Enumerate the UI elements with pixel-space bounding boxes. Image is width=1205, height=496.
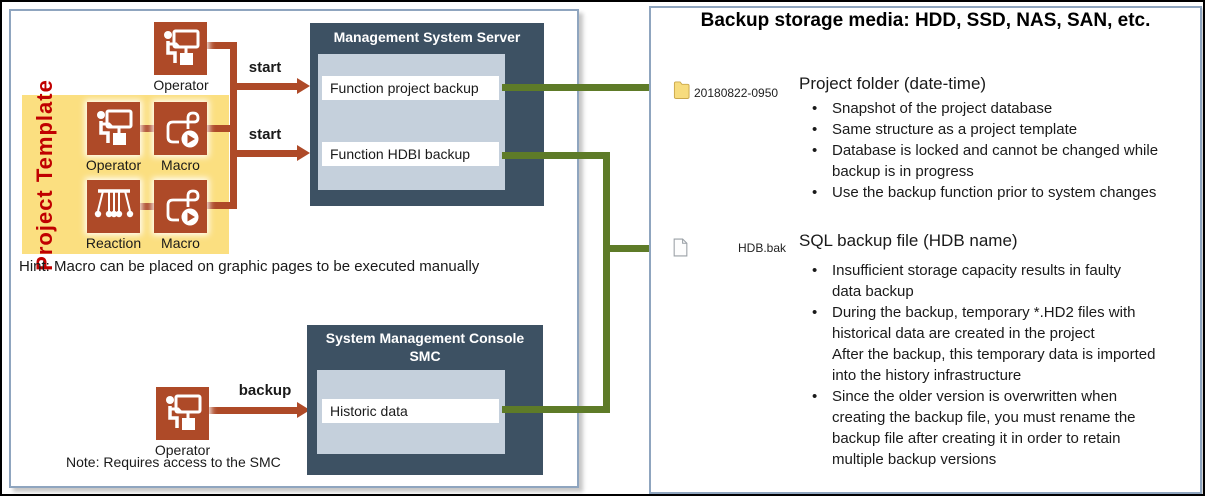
hint-text: Hint: Macro can be placed on graphic pag… — [19, 258, 480, 275]
connector-vertical-join — [603, 152, 610, 413]
macro-icon — [154, 102, 207, 155]
operator-template-label: Operator — [85, 157, 142, 173]
sql-backup-heading: SQL backup file (HDB name) — [799, 231, 1018, 250]
arrow-start2-head — [297, 145, 310, 161]
note-text: Note: Requires access to the SMC — [66, 454, 281, 470]
backup-label: backup — [238, 382, 292, 399]
list-item: Database is locked and cannot be changed… — [812, 140, 1203, 182]
smc-box-title-line1: System Management Console — [325, 330, 525, 346]
function-project-backup-row: Function project backup — [322, 76, 499, 100]
macro2-label: Macro — [161, 235, 200, 251]
connector-macro1-trunk — [207, 125, 237, 132]
arrow-start1-shaft — [230, 83, 297, 90]
operator-icon — [87, 102, 140, 155]
start-label-1: start — [248, 59, 282, 76]
list-item: Snapshot of the project database — [812, 98, 1203, 119]
connector-operator-macro1 — [140, 125, 154, 132]
bullet-dot — [812, 302, 832, 386]
connector-reaction-macro2 — [140, 203, 154, 210]
list-item: Use the backup function prior to system … — [812, 182, 1203, 203]
connector-project-backup-to-folder — [502, 84, 653, 91]
project-folder-heading: Project folder (date-time) — [799, 74, 987, 93]
storage-media-panel — [649, 6, 1202, 494]
bullet-dot — [812, 260, 832, 302]
operator-icon — [154, 22, 207, 75]
operator-top-label: Operator — [153, 77, 209, 93]
project-template-label: Project Template — [32, 78, 57, 271]
function-hdbi-backup-row: Function HDBI backup — [322, 142, 499, 166]
list-item: Same structure as a project template — [812, 119, 1203, 140]
list-item: Since the older version is overwritten w… — [812, 386, 1203, 470]
reaction-label: Reaction — [85, 235, 142, 251]
bullet-dot — [812, 140, 832, 182]
connector-hdbi-backup-horizontal — [502, 152, 606, 159]
start-label-2: start — [248, 126, 282, 143]
server-inner-panel — [318, 54, 505, 190]
folder-name-label: 20180822-0950 — [694, 86, 779, 100]
operator-icon — [156, 387, 209, 440]
connector-macro2-trunk — [207, 202, 237, 209]
arrow-start1-head — [297, 78, 310, 94]
list-item: Insufficient storage capacity results in… — [812, 260, 1203, 302]
reaction-icon — [87, 180, 140, 233]
arrow-backup-shaft — [209, 407, 297, 414]
bullet-dot — [812, 119, 832, 140]
bullet-dot — [812, 98, 832, 119]
arrow-backup-head — [297, 402, 310, 418]
operator-bottom-label: Operator — [154, 442, 211, 458]
file-icon — [673, 238, 688, 257]
smc-box-title-line2: SMC — [409, 348, 441, 364]
storage-media-title: Backup storage media: HDD, SSD, NAS, SAN… — [700, 10, 1151, 31]
folder-icon — [673, 79, 690, 100]
historic-data-row: Historic data — [322, 399, 499, 423]
server-box-title: Management System Server — [333, 29, 521, 45]
bullet-dot — [812, 386, 832, 470]
sql-backup-bullets: Insufficient storage capacity results in… — [812, 260, 1203, 470]
macro-icon — [154, 180, 207, 233]
connector-operator-top — [207, 42, 237, 49]
arrow-start2-shaft — [230, 150, 297, 157]
project-template-title: Project Template — [26, 79, 64, 271]
bullet-dot — [812, 182, 832, 203]
project-folder-bullets: Snapshot of the project database Same st… — [812, 98, 1203, 203]
bak-file-name-label: HDB.bak — [738, 241, 787, 255]
macro1-label: Macro — [161, 157, 200, 173]
connector-historic-data-horizontal — [502, 406, 606, 413]
connector-to-bak-file — [603, 245, 653, 252]
list-item: During the backup, temporary *.HD2 files… — [812, 302, 1203, 386]
